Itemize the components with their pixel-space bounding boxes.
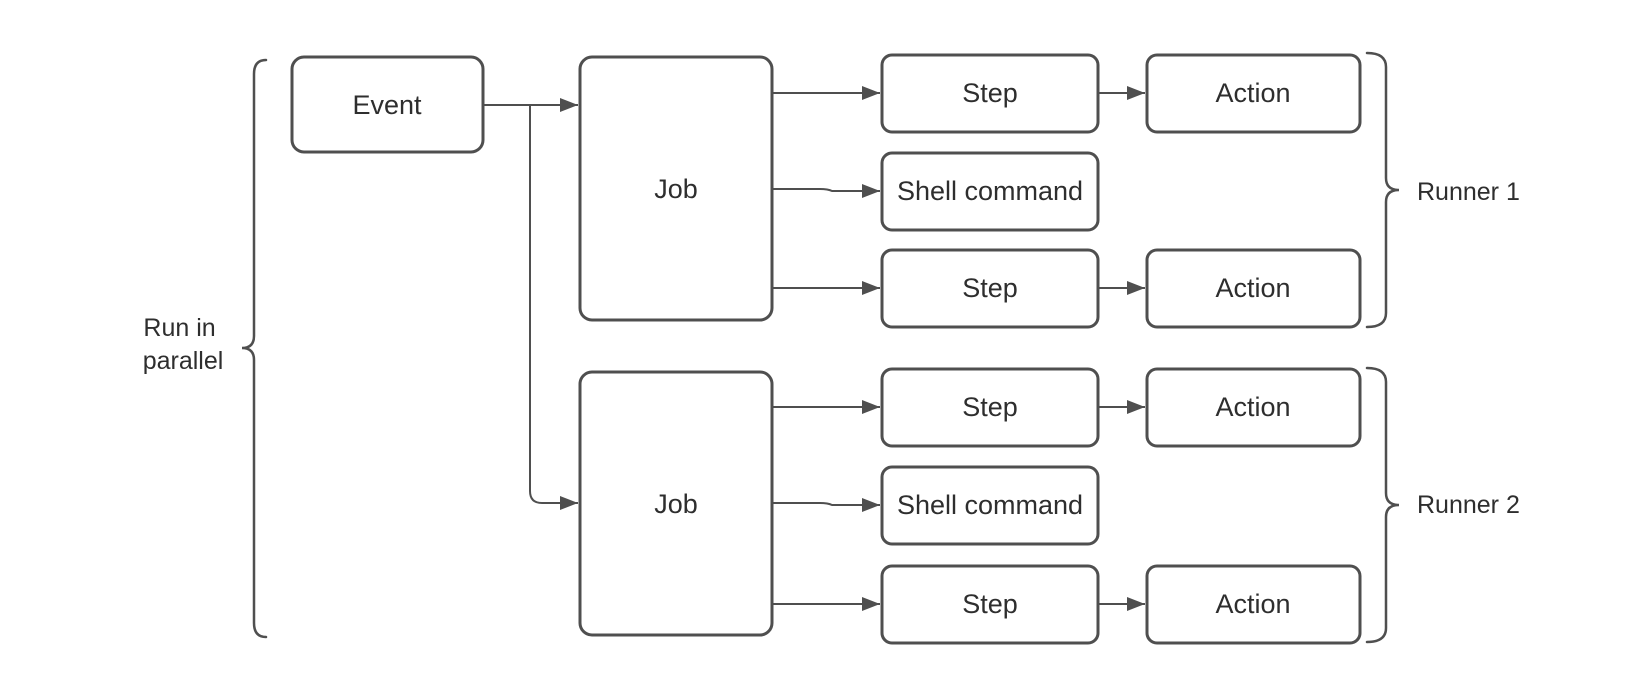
- run-in-parallel-line2: parallel: [143, 347, 224, 375]
- run-in-parallel-label: Run in parallel: [143, 314, 224, 375]
- event-label: Event: [352, 90, 422, 120]
- runner1-step-bottom-box: [880, 248, 1100, 329]
- runner2-step-top-node: Step: [880, 367, 1100, 448]
- runner1-step-top-label: Step: [962, 78, 1018, 108]
- runner1-step-top-node: Step: [880, 53, 1100, 134]
- runner1-action-top-label: Action: [1215, 78, 1290, 108]
- edge-job1-to-shell: [772, 184, 880, 198]
- runner1-step-top-box: [880, 53, 1100, 134]
- runner2-action-top-node: Action: [1145, 367, 1362, 448]
- job1-node: Job: [578, 55, 774, 322]
- runner2-step-bottom-node: Step: [880, 564, 1100, 645]
- runner2-action-bottom-box: [1145, 564, 1362, 645]
- edge-job2-to-shell: [772, 498, 880, 512]
- runner2-step-bottom-box: [880, 564, 1100, 645]
- runner1-action-bottom-box: [1145, 248, 1362, 329]
- runner2-action-top-label: Action: [1215, 392, 1290, 422]
- runner1-shell-box: [880, 151, 1100, 232]
- runner1-label: Runner 1: [1417, 178, 1520, 206]
- runner2-shell-label: Shell command: [897, 490, 1083, 520]
- edge-event-to-job2: [529, 105, 578, 510]
- runner1-action-bottom-node: Action: [1145, 248, 1362, 329]
- runner1-step-bottom-node: Step: [880, 248, 1100, 329]
- runner2-step-bottom-label: Step: [962, 589, 1018, 619]
- event-node: Event: [290, 55, 485, 154]
- runner1-shell-label: Shell command: [897, 176, 1083, 206]
- runner2-action-bottom-node: Action: [1145, 564, 1362, 645]
- job1-label: Job: [654, 174, 698, 204]
- runner2-shell-box: [880, 465, 1100, 546]
- runner1-action-bottom-label: Action: [1215, 273, 1290, 303]
- runner2-shell-node: Shell command: [880, 465, 1100, 546]
- runner1-action-top-node: Action: [1145, 53, 1362, 134]
- runner2-step-top-box: [880, 367, 1100, 448]
- job2-node: Job: [578, 370, 774, 637]
- runner1-brace-icon: [1365, 51, 1400, 329]
- runner2-action-top-box: [1145, 367, 1362, 448]
- runner1-action-top-box: [1145, 53, 1362, 134]
- runner2-label: Runner 2: [1417, 491, 1520, 519]
- runner2-brace-icon: [1365, 366, 1400, 644]
- run-in-parallel-line1: Run in: [143, 314, 215, 342]
- run-in-parallel-brace-icon: [241, 58, 268, 639]
- runner2-step-top-label: Step: [962, 392, 1018, 422]
- runner1-step-bottom-label: Step: [962, 273, 1018, 303]
- job2-label: Job: [654, 489, 698, 519]
- runner1-shell-node: Shell command: [880, 151, 1100, 232]
- runner2-action-bottom-label: Action: [1215, 589, 1290, 619]
